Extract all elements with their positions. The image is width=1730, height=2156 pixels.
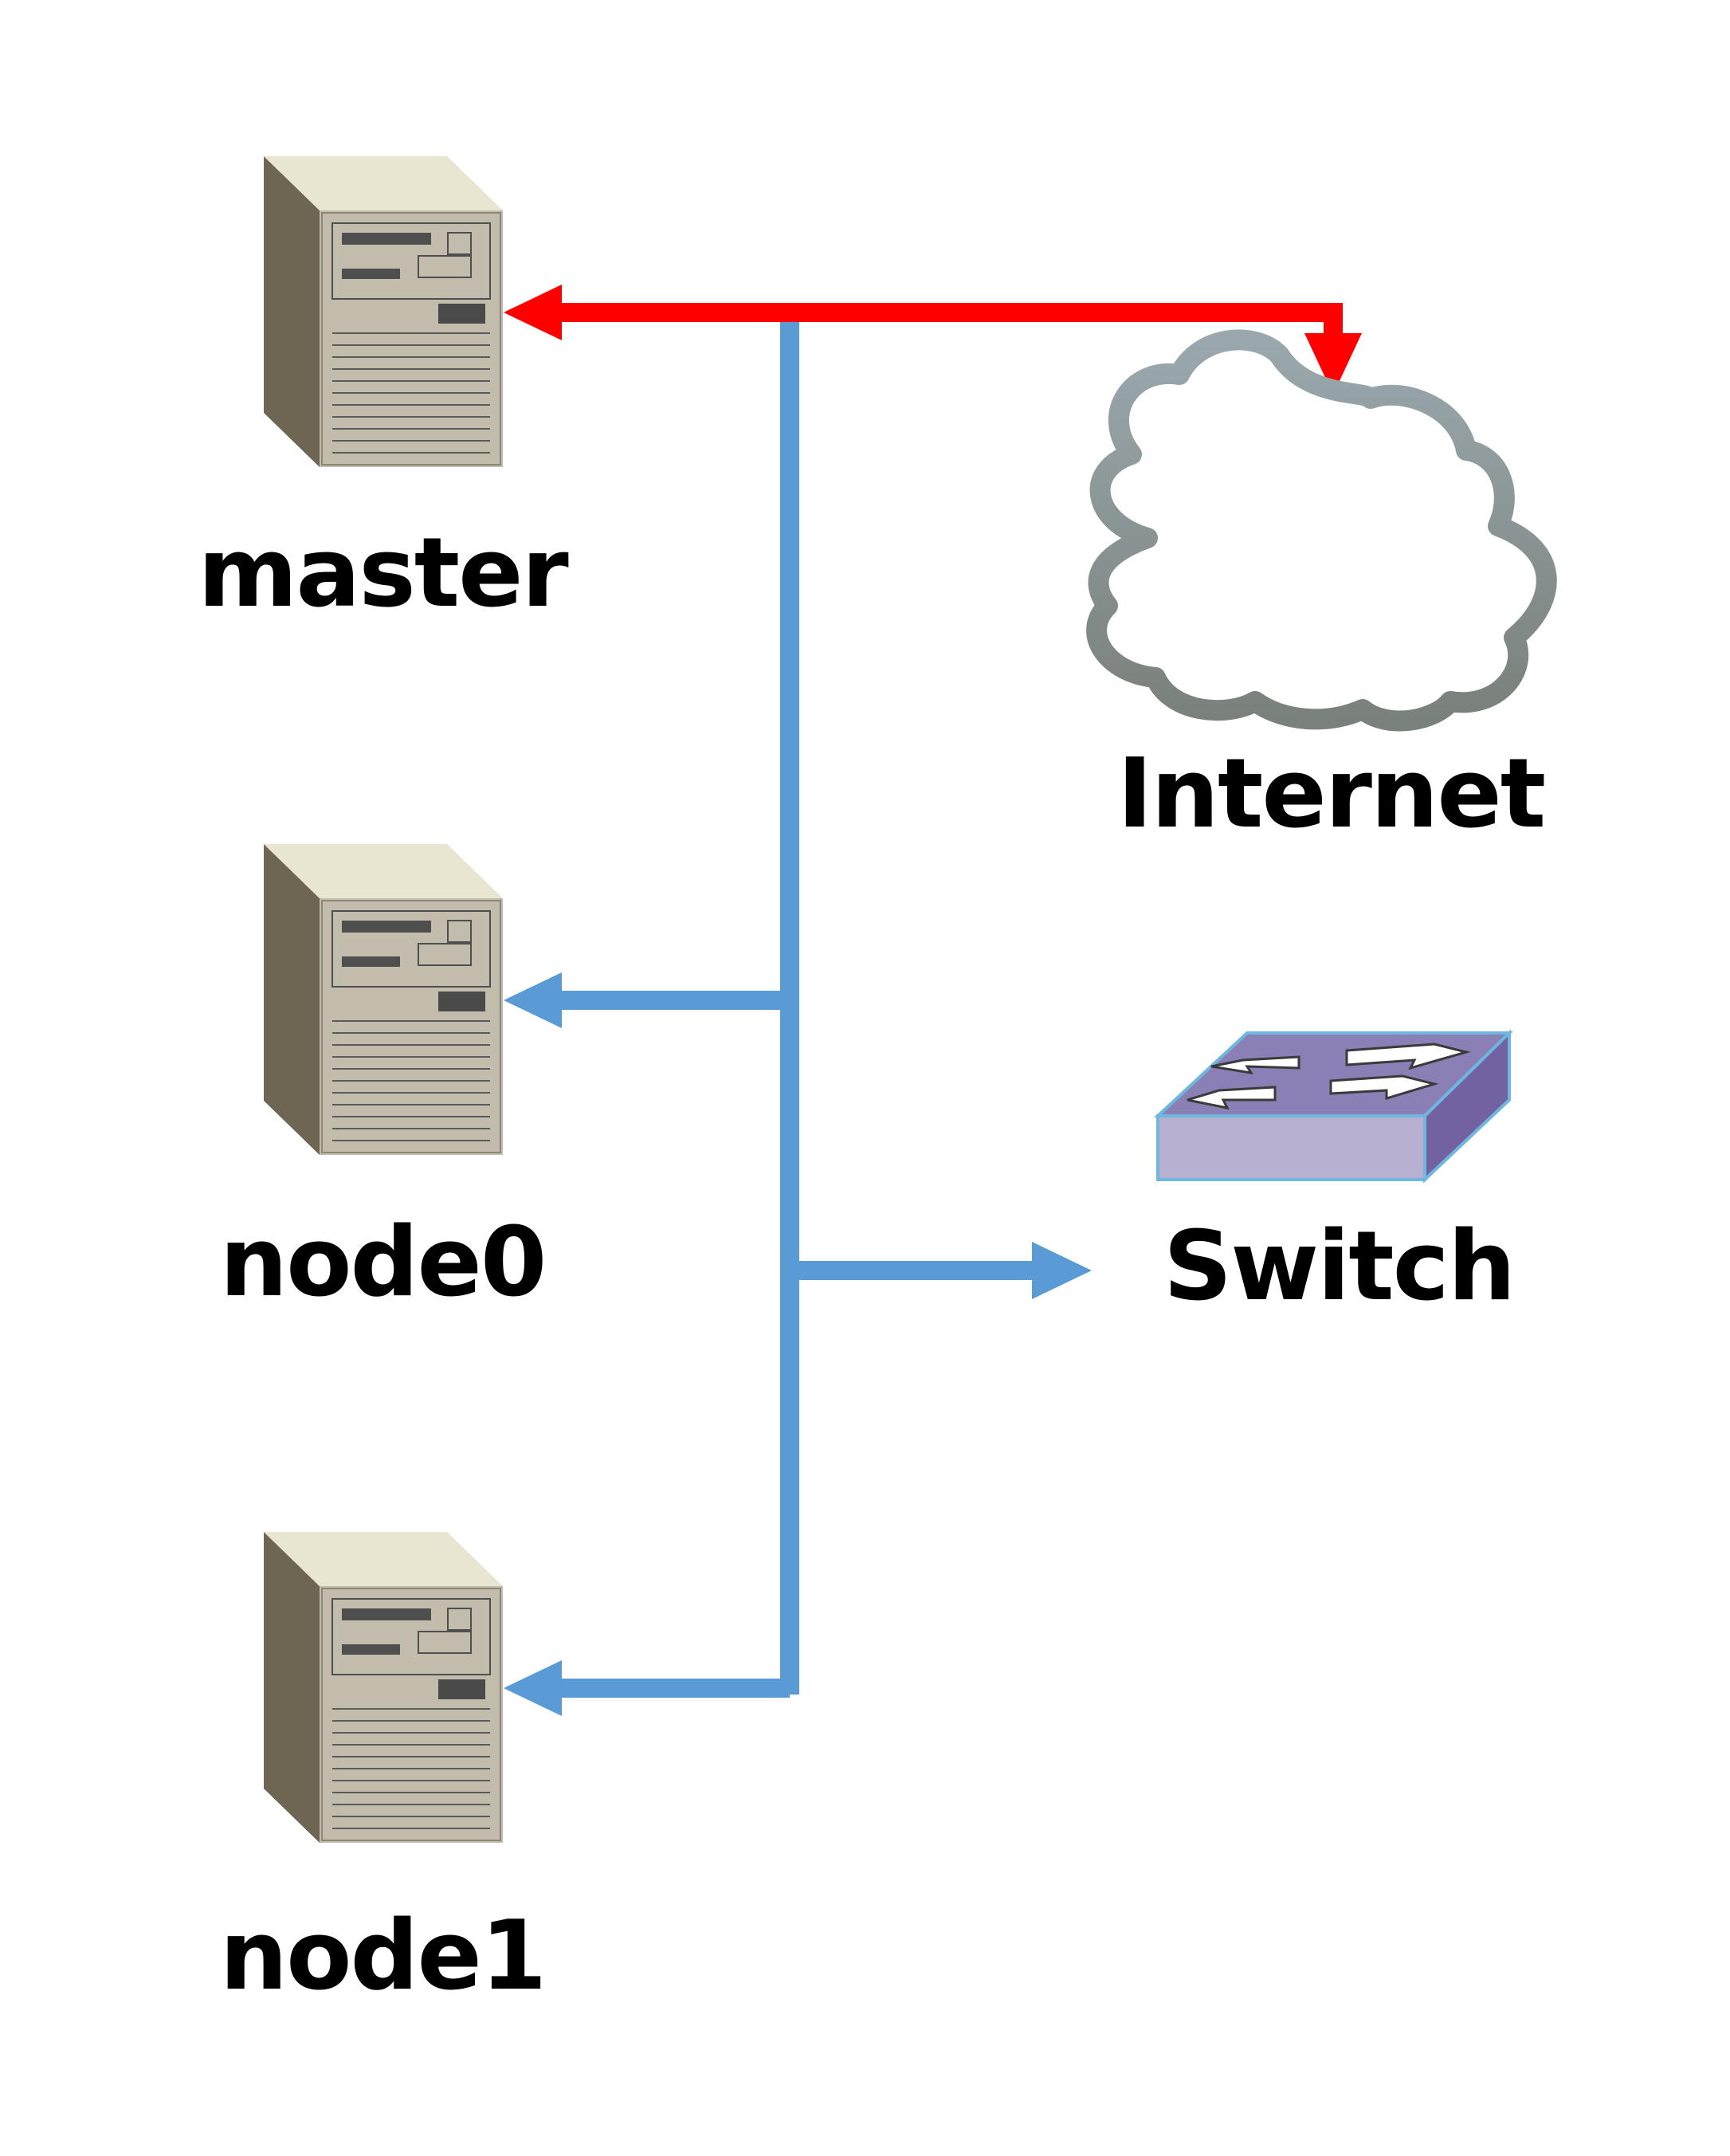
lan-links [504, 321, 1092, 1716]
master-label: master [198, 518, 568, 629]
arrowhead-node1 [504, 1660, 562, 1716]
node0-label: node0 [219, 1208, 547, 1318]
switch-icon [1153, 1029, 1513, 1184]
arrowhead-internet [1304, 333, 1362, 395]
master-server-icon [263, 155, 504, 468]
node1-server-icon [263, 1531, 504, 1844]
arrowhead-node0 [504, 972, 562, 1028]
cloud-icon [1086, 329, 1557, 732]
switch-label: Switch [1163, 1212, 1516, 1322]
node0-server-icon [263, 843, 504, 1156]
internet-label: Internet [1116, 739, 1546, 850]
node1-label: node1 [219, 1901, 547, 2012]
internet-link [504, 285, 1362, 395]
arrowhead-switch [1032, 1242, 1092, 1299]
arrowhead-master [504, 285, 562, 340]
